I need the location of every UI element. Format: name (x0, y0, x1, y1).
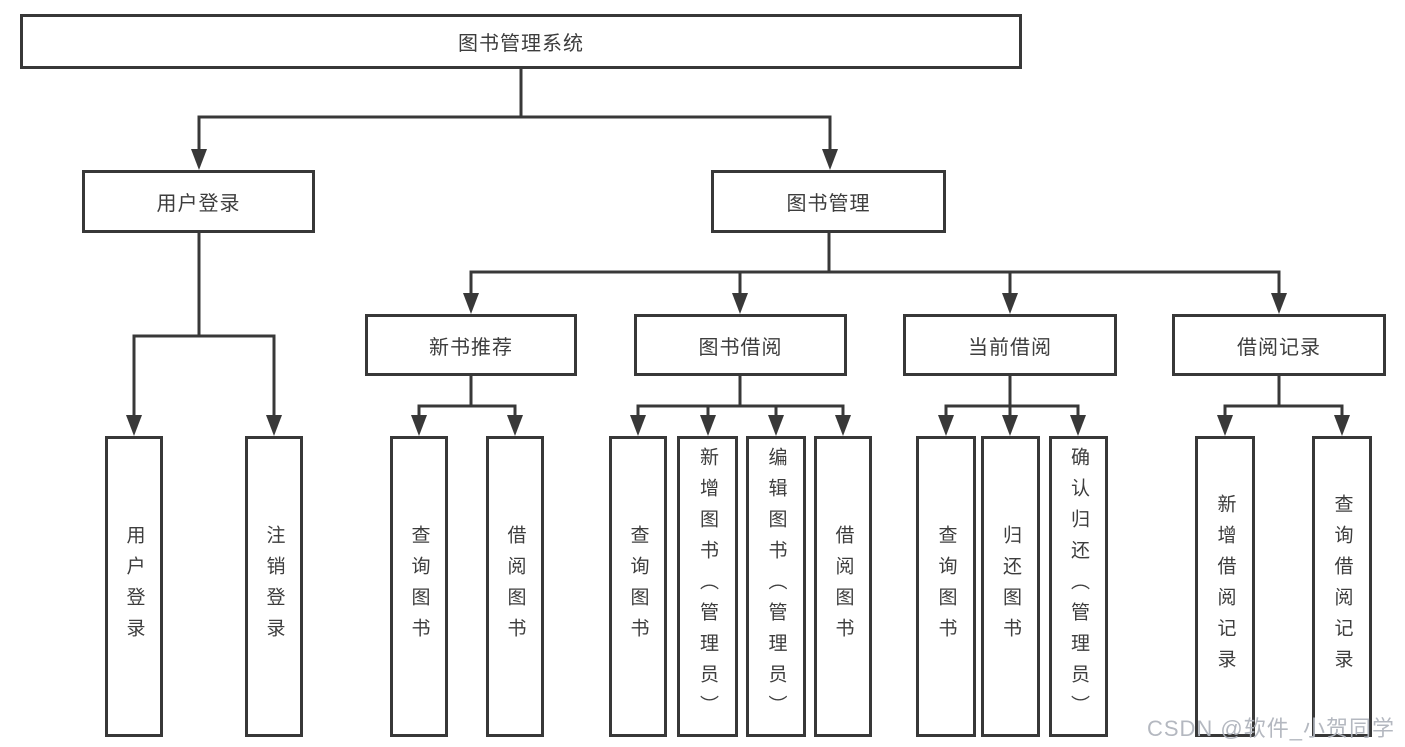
leaf-br-add-record: 新增借阅记录 (1195, 436, 1255, 737)
csdn-watermark: CSDN @软件_小贺同学 (1146, 716, 1395, 741)
leaf-br-query-record-label: 查询借阅记录 (1331, 493, 1353, 680)
leaf-bb-edit-book-admin-label: 编辑图书（管理员） (765, 447, 787, 726)
leaf-rec-borrow-book-label: 借阅图书 (504, 524, 526, 649)
leaf-cb-query-book: 查询图书 (916, 436, 976, 737)
leaf-user-login-label: 用户登录 (123, 524, 145, 649)
node-root-system: 图书管理系统 (20, 14, 1022, 69)
node-current-borrow: 当前借阅 (903, 314, 1117, 376)
node-book-management: 图书管理 (711, 170, 946, 233)
leaf-rec-borrow-book: 借阅图书 (486, 436, 544, 737)
leaf-br-query-record: 查询借阅记录 (1312, 436, 1372, 737)
leaf-bb-add-book-admin: 新增图书（管理员） (677, 436, 738, 737)
leaf-rec-query-book-label: 查询图书 (408, 524, 430, 649)
leaf-bb-query-book-label: 查询图书 (627, 524, 649, 649)
leaf-br-add-record-label: 新增借阅记录 (1214, 493, 1236, 680)
leaf-logout-login-label: 注销登录 (263, 524, 285, 649)
node-book-borrow: 图书借阅 (634, 314, 847, 376)
arrowheads (126, 149, 1350, 436)
leaf-cb-return-book: 归还图书 (981, 436, 1040, 737)
node-current-borrow-label: 当前借阅 (968, 336, 1052, 359)
leaf-bb-borrow-book: 借阅图书 (814, 436, 872, 737)
leaf-bb-borrow-book-label: 借阅图书 (832, 524, 854, 649)
node-user-login: 用户登录 (82, 170, 315, 233)
leaf-cb-query-book-label: 查询图书 (935, 524, 957, 649)
leaf-bb-add-book-admin-label: 新增图书（管理员） (697, 447, 718, 726)
node-book-management-label: 图书管理 (786, 193, 871, 215)
node-user-login-label: 用户登录 (156, 193, 241, 215)
node-new-book-recommend: 新书推荐 (365, 314, 577, 376)
leaf-bb-query-book: 查询图书 (609, 436, 667, 737)
leaf-user-login: 用户登录 (105, 436, 163, 737)
leaf-rec-query-book: 查询图书 (390, 436, 448, 737)
leaf-bb-edit-book-admin: 编辑图书（管理员） (746, 436, 806, 737)
leaf-logout-login: 注销登录 (245, 436, 303, 737)
leaf-cb-return-book-label: 归还图书 (1000, 524, 1021, 649)
node-new-book-recommend-label: 新书推荐 (429, 336, 513, 359)
leaf-cb-confirm-return-admin-label: 确认归还（管理员） (1068, 447, 1089, 726)
node-borrow-records: 借阅记录 (1172, 314, 1386, 376)
node-root-label: 图书管理系统 (458, 33, 584, 55)
leaf-cb-confirm-return-admin: 确认归还（管理员） (1049, 436, 1108, 737)
node-book-borrow-label: 图书借阅 (698, 336, 783, 359)
node-borrow-records-label: 借阅记录 (1237, 336, 1321, 359)
